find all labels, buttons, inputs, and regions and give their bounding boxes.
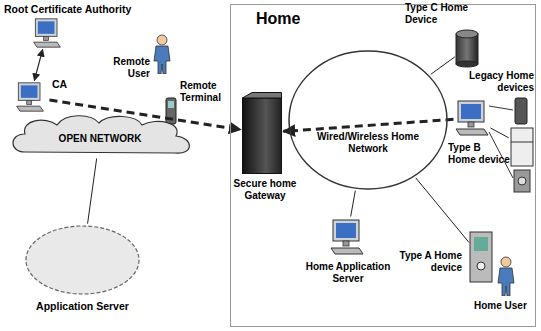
node-label: Home User [474, 300, 536, 312]
tower-top [243, 93, 282, 99]
home-application-server-computer [331, 220, 363, 254]
home-region: HomeSecure home Gateway Wired/Wireless Ho… [230, 4, 536, 327]
connector [88, 158, 97, 223]
node-label: Type B Home device [448, 142, 510, 165]
node-label: Remote Terminal [180, 80, 230, 103]
legacy-devices-node: Legacy Home devices [510, 98, 534, 192]
node-label: Wired/Wireless Home Network [298, 131, 438, 154]
circle-outline [26, 226, 139, 294]
remote-user-figure [154, 35, 170, 74]
node-label: Type C Home Device [405, 2, 471, 25]
connector [416, 178, 469, 243]
type-c-node: Type C Home Device [456, 30, 478, 66]
home-user-figure [498, 257, 514, 296]
node-label: Legacy Home devices [448, 70, 534, 93]
node-label: Type A Home device [398, 250, 462, 273]
type-c-device [456, 30, 478, 67]
connector [283, 129, 287, 131]
type-a-device [470, 232, 492, 282]
ellipse-outline [289, 51, 447, 189]
home-outline [231, 5, 536, 327]
server-circle [25, 225, 140, 295]
node-label: CA [52, 78, 82, 90]
connector [490, 128, 508, 138]
home-app-server-node: Home Application Server [330, 218, 364, 256]
root-ca-computer [34, 19, 61, 47]
connector [283, 119, 453, 131]
node-label: Application Server [10, 300, 155, 312]
node-label: Remote User [96, 56, 150, 79]
root-ca-node: Root Certificate Authority [28, 18, 66, 48]
gateway-node: Secure home Gateway [242, 92, 282, 174]
open-network-cloud: OPEN NETWORK [5, 112, 195, 157]
node-label: Secure home Gateway [230, 178, 300, 201]
application-server-node: Application Server [25, 225, 140, 295]
legacy-appliances [511, 98, 533, 192]
network-ellipse [288, 50, 448, 190]
gateway-tower [242, 92, 282, 174]
connector [431, 57, 455, 74]
connector [351, 191, 356, 217]
node-label: OPEN NETWORK [5, 133, 195, 145]
ca-node: CA [12, 82, 48, 112]
ca-computer [17, 83, 44, 111]
node-label: Home Application Server [296, 261, 400, 284]
node-label: Home [256, 10, 336, 28]
type-b-computer [456, 101, 488, 135]
tower-body [243, 98, 282, 174]
appliance-wire [489, 106, 513, 110]
remote-user-node: Remote UserRemote Terminal [152, 34, 172, 74]
node-label: Root Certificate Authority [4, 3, 184, 15]
connector [34, 49, 42, 80]
type-a-node: Type A Home deviceHome User [470, 232, 492, 282]
type-b-node: Type B Home device [455, 100, 489, 136]
home-network-ellipse: Wired/Wireless Home Network [288, 50, 448, 190]
phone-screen [168, 101, 174, 108]
